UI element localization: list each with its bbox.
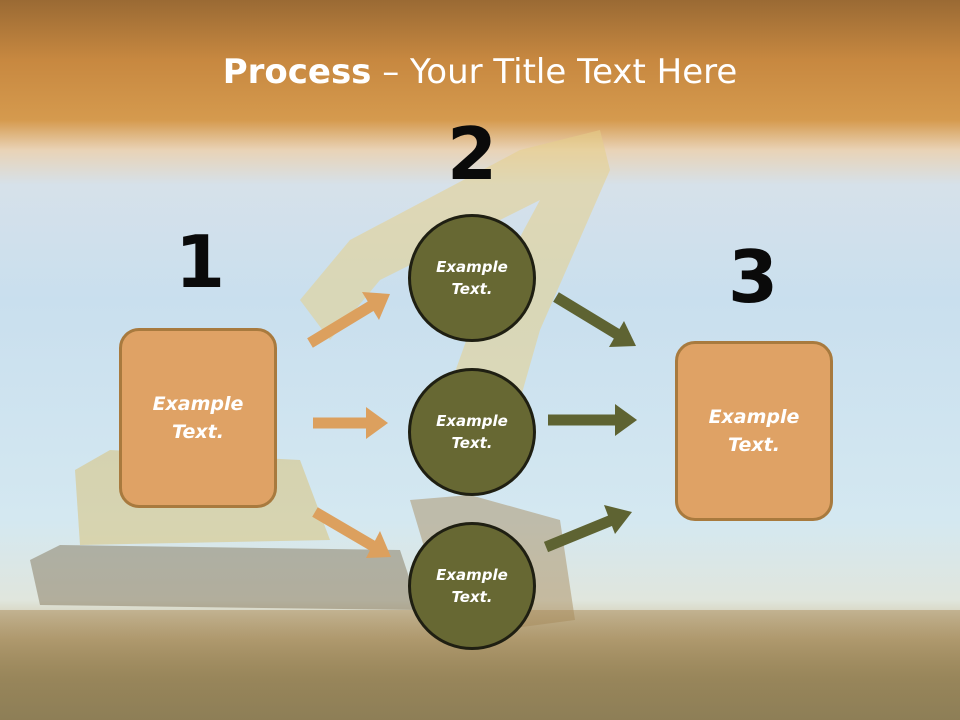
- step-2-circle-bottom: Example Text.: [408, 522, 536, 650]
- step-1-text: Example Text.: [152, 392, 244, 444]
- arrow-circle-middle-to-3: [548, 404, 637, 436]
- circle-top-text: Example Text.: [436, 257, 508, 299]
- circle-bottom-text: Example Text.: [436, 565, 508, 607]
- arrow-circle-bottom-to-3: [543, 505, 632, 553]
- slide-title: Process – Your Title Text Here: [0, 52, 960, 92]
- step-number-2: 2: [446, 112, 498, 196]
- arrow-1-to-circle-middle: [313, 407, 388, 439]
- step-number-3: 3: [727, 235, 779, 319]
- arrow-1-to-circle-bottom: [312, 507, 391, 558]
- step-2-circle-middle: Example Text.: [408, 368, 536, 496]
- title-rest: – Your Title Text Here: [371, 52, 738, 92]
- step-2-circle-top: Example Text.: [408, 214, 536, 342]
- step-3-box: Example Text.: [675, 341, 833, 521]
- circle-middle-text: Example Text.: [436, 411, 508, 453]
- step-3-text: Example Text.: [708, 405, 800, 457]
- step-1-box: Example Text.: [119, 328, 277, 508]
- arrow-1-to-circle-top: [307, 292, 390, 348]
- title-bold: Process: [222, 52, 372, 92]
- step-number-1: 1: [174, 220, 226, 304]
- arrow-circle-top-to-3: [553, 292, 636, 347]
